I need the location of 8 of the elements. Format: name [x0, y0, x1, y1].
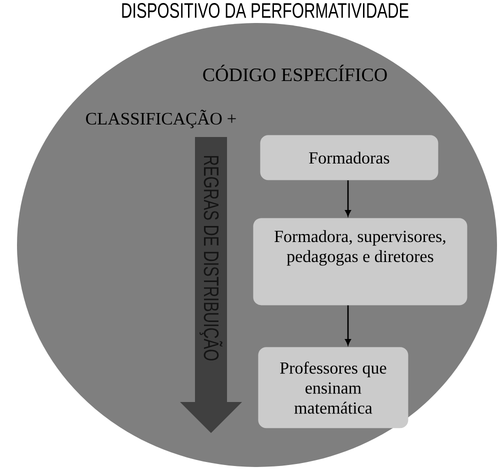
title: DISPOSITIVO DA PERFORMATIVIDADE: [122, 3, 408, 18]
arrow: [345, 305, 351, 346]
process-box: Formadora, supervisores, pedagogas e diretores: [253, 218, 468, 306]
process-box: Professores que ensinam matemática: [258, 347, 408, 428]
circle-label: CLASSIFICAÇÃO +: [86, 110, 236, 128]
arrow: [345, 180, 351, 216]
process-box: Formadoras: [260, 135, 438, 180]
circle-label: CÓDIGO ESPECÍFICO: [203, 64, 387, 82]
